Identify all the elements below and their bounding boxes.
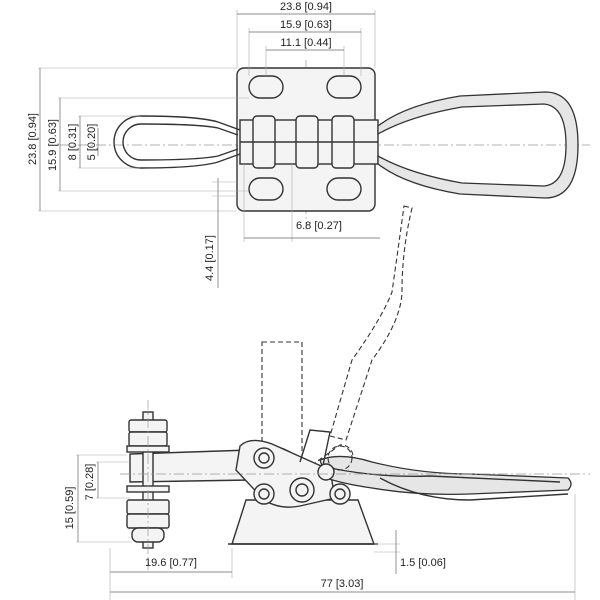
side-base-bracket — [231, 499, 375, 545]
mounting-slot-bottom-right — [326, 177, 362, 201]
dim-top-width-mid: 15.9 [0.63] — [280, 19, 332, 31]
dim-base-thickness-side: 1.5 [0.06] — [400, 557, 446, 569]
dim-overall-length: 77 [3.03] — [321, 578, 364, 590]
mounting-slot-bottom-left — [248, 177, 284, 201]
spindle-loop-inner — [122, 123, 239, 161]
handle-stem — [299, 429, 331, 471]
side-handle-closed — [319, 455, 572, 496]
dim-base-thickness-top: 4.4 [0.17] — [204, 235, 216, 281]
pivot-pin-upper-left — [253, 447, 275, 469]
dim-left-height-5: 5 [0.20] — [86, 124, 98, 161]
handle-open-position — [329, 205, 413, 441]
dim-top-width-overall: 23.8 [0.94] — [280, 1, 332, 13]
dim-spindle-offset: 6.8 [0.27] — [296, 220, 342, 232]
spindle-loop-outer — [113, 115, 241, 169]
pivot-pin-lower-right — [329, 483, 351, 505]
dim-top-width-inner: 11.1 [0.44] — [280, 37, 331, 49]
handle-grip — [377, 91, 579, 199]
dim-side-height-7: 7 [0.28] — [84, 464, 96, 501]
dim-side-height-15: 15 [0.59] — [64, 487, 76, 530]
dim-left-height-8: 8 [0.31] — [67, 124, 79, 161]
dim-bolt-distance: 19.6 [0.77] — [145, 557, 197, 569]
pivot-pin-upper-right-open — [327, 445, 353, 471]
pivot-pin-center — [289, 477, 315, 503]
top-view: 23.8 [0.94] 15.9 [0.63] 11.1 [0.44] 23.8… — [27, 1, 590, 288]
pivot-pin-lower-left — [253, 483, 275, 505]
pivot-pin-handle — [317, 463, 335, 481]
dim-left-height-overall: 23.8 [0.94] — [27, 113, 39, 165]
dim-left-height-mid: 15.9 [0.63] — [47, 119, 59, 171]
side-handle-lower — [379, 477, 569, 501]
side-view: 15 [0.59] 7 [0.28] 19.6 [0.77] 77 [3.03]… — [64, 205, 590, 600]
